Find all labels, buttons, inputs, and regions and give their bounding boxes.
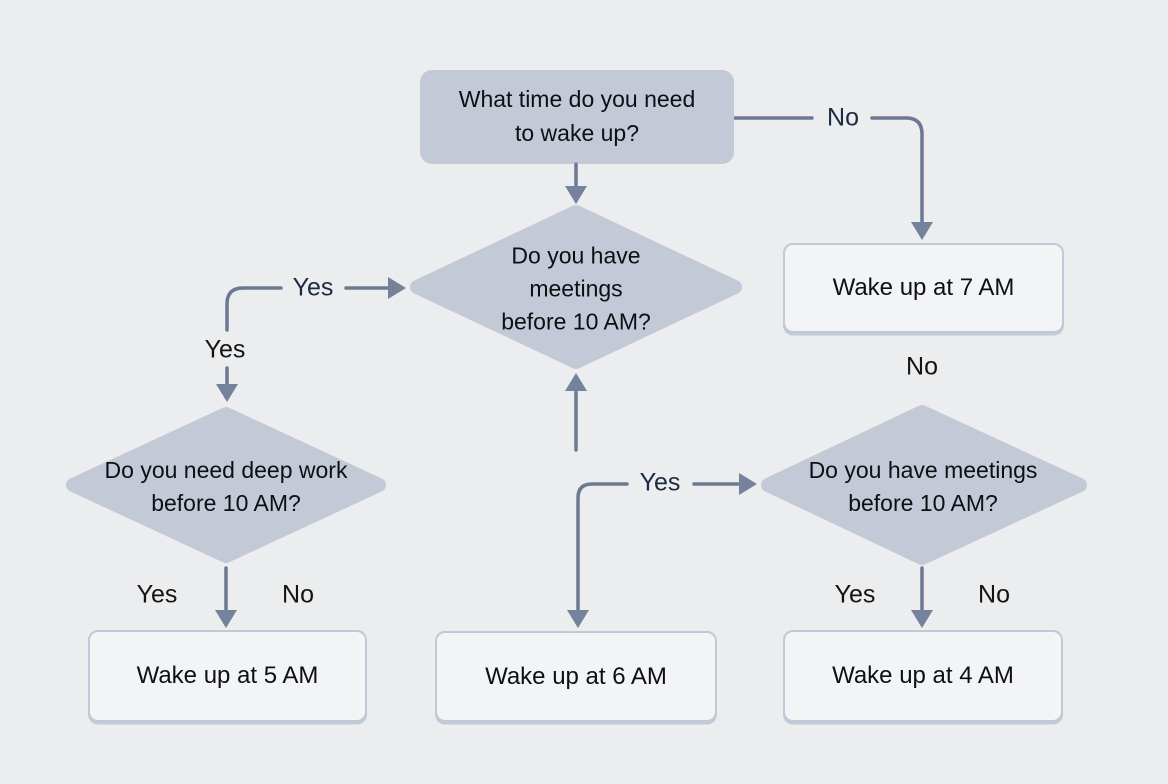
decision-left-shape (66, 407, 386, 563)
edge-yes-to-right-and-6am (567, 473, 757, 628)
edge-label-yes-into-left: Yes (204, 335, 246, 364)
edge-label-yes-to-right: Yes (639, 468, 681, 497)
edge-label-left-yes: Yes (136, 580, 178, 609)
edge-label-no-top: No (827, 103, 859, 132)
node-wake-6am: Wake up at 6 AM (435, 631, 717, 722)
edge-yes-into-center (225, 277, 406, 332)
edge-label-yes-into-center: Yes (292, 273, 334, 302)
decision-right-shape (761, 405, 1087, 565)
decision-center-shape (410, 205, 742, 369)
edge-left-decision-to-5am (215, 566, 237, 628)
node-decision-left-label: Do you need deep work before 10 AM? (104, 457, 348, 516)
edge-label-no-above-right: No (906, 352, 938, 381)
node-start: What time do you need to wake up? (420, 70, 734, 162)
edge-start-to-center (565, 162, 587, 204)
edge-yes-into-left-decision (216, 366, 238, 402)
node-decision-right-label: Do you have meetings before 10 AM? (808, 457, 1038, 516)
node-wake-4am: Wake up at 4 AM (783, 630, 1063, 722)
edge-label-right-yes: Yes (834, 580, 876, 609)
edge-label-right-no: No (978, 580, 1010, 609)
node-wake-7am: Wake up at 7 AM (783, 243, 1064, 333)
edge-right-decision-to-4am (911, 566, 933, 628)
edge-up-into-center-bottom (565, 373, 587, 452)
node-decision-center-label: Do you have meetings before 10 AM? (501, 242, 651, 335)
edge-label-left-no: No (282, 580, 314, 609)
edge-start-no-to-7am (733, 116, 933, 240)
node-wake-5am: Wake up at 5 AM (88, 630, 367, 722)
